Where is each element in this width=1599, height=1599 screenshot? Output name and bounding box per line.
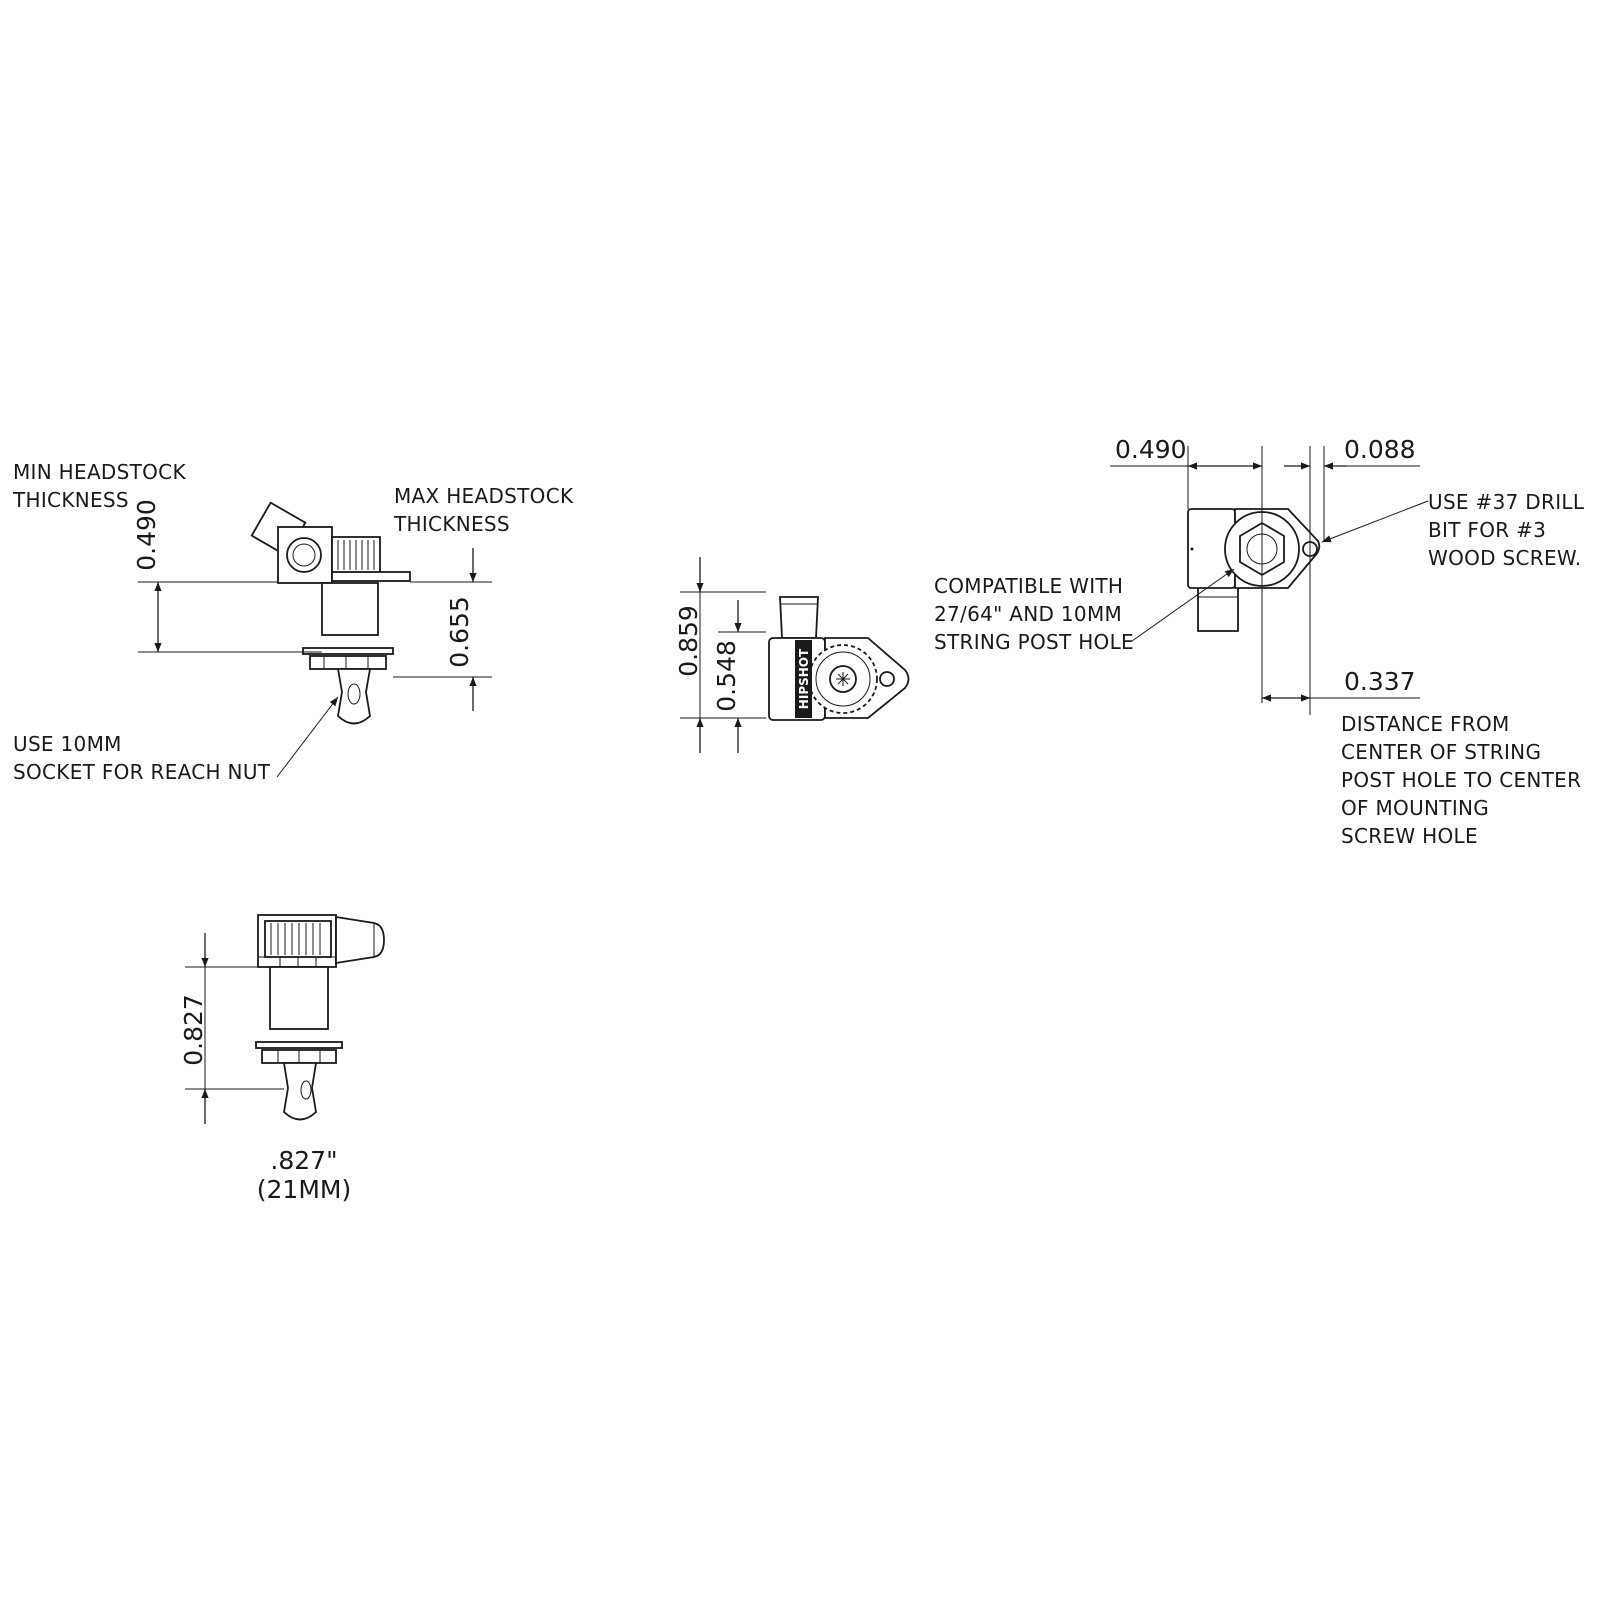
dim-screw-offset: 0.088: [1344, 435, 1416, 464]
hipshot-logo-text: HIPSHOT: [797, 648, 811, 709]
tuner-rear-view-icon: [255, 914, 385, 1121]
view3-dimension-lines: [1110, 446, 1429, 715]
label-drill-3: WOOD SCREW.: [1428, 546, 1581, 570]
tuner-front-view-icon: HIPSHOT: [768, 596, 910, 721]
dim-post-length: 0.827: [179, 994, 208, 1066]
tuner-top-view-icon: [1187, 508, 1321, 632]
label-post-length-mm: (21MM): [257, 1175, 351, 1204]
label-distance-2: CENTER OF STRING: [1341, 740, 1541, 764]
view2-dimension-lines: [680, 557, 766, 753]
label-compatible-3: STRING POST HOLE: [934, 630, 1134, 654]
view1-dimension-lines: [138, 548, 492, 778]
label-post-length-in: .827": [270, 1146, 337, 1175]
label-drill-2: BIT FOR #3: [1428, 518, 1546, 542]
dim-min-thickness: 0.490: [132, 499, 161, 571]
label-socket-2: SOCKET FOR REACH NUT: [13, 760, 271, 784]
label-compatible-2: 27/64" AND 10MM: [934, 602, 1122, 626]
label-socket-1: USE 10MM: [13, 732, 122, 756]
dim-hole-to-screw: 0.337: [1344, 667, 1416, 696]
dim-max-thickness: 0.655: [445, 596, 474, 668]
label-compatible-1: COMPATIBLE WITH: [934, 574, 1123, 598]
dim-overall-height: 0.859: [674, 605, 703, 677]
tuner-side-view-icon: [250, 501, 411, 725]
dim-post-height: 0.548: [712, 640, 741, 712]
label-distance-5: SCREW HOLE: [1341, 824, 1478, 848]
label-distance-3: POST HOLE TO CENTER: [1341, 768, 1581, 792]
label-min-headstock-1: MIN HEADSTOCK: [13, 460, 186, 484]
label-max-headstock-2: THICKNESS: [393, 512, 510, 536]
label-min-headstock-2: THICKNESS: [12, 488, 129, 512]
view4-dimension-lines: [185, 933, 284, 1124]
label-max-headstock-1: MAX HEADSTOCK: [394, 484, 574, 508]
label-drill-1: USE #37 DRILL: [1428, 490, 1585, 514]
label-distance-1: DISTANCE FROM: [1341, 712, 1510, 736]
label-distance-4: OF MOUNTING: [1341, 796, 1489, 820]
dim-top-width: 0.490: [1115, 435, 1187, 464]
